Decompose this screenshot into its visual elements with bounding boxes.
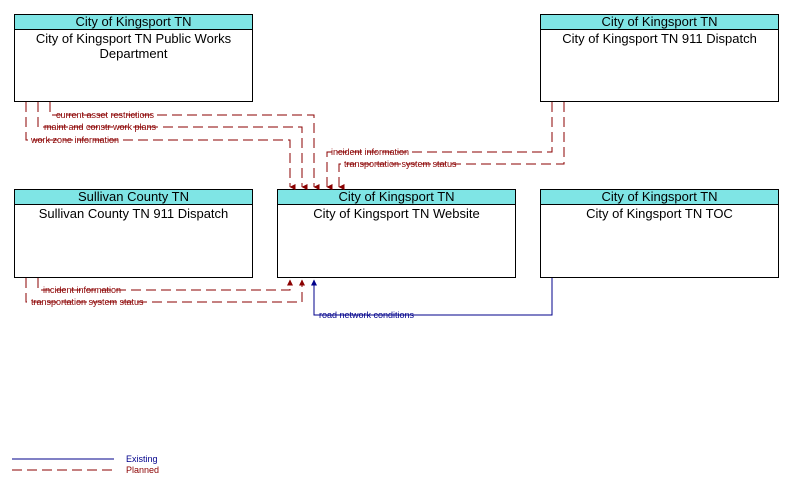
node-website[interactable]: City of Kingsport TN City of Kingsport T… bbox=[277, 189, 516, 278]
flow-line-road-network-conditions bbox=[311, 278, 553, 316]
node-toc[interactable]: City of Kingsport TN City of Kingsport T… bbox=[540, 189, 779, 278]
legend-existing-label: Existing bbox=[126, 454, 158, 464]
flow-line-work-zone-information bbox=[25, 102, 296, 190]
flow-label-maint-constr-work-plans: maint and constr work plans bbox=[44, 122, 157, 132]
flow-line-sullivan-incident-information bbox=[37, 278, 293, 291]
flow-label-road-network-conditions: road network conditions bbox=[319, 310, 415, 320]
flow-label-sullivan-transportation-system-status: transportation system status bbox=[31, 297, 144, 307]
flow-line-maint-constr-work-plans bbox=[37, 102, 308, 190]
node-title: City of Kingsport TN Website bbox=[313, 206, 480, 221]
node-header: City of Kingsport TN bbox=[15, 15, 252, 30]
flow-line-dispatch-transportation-system-status bbox=[338, 102, 565, 190]
flow-label-dispatch-incident-information: incident information bbox=[331, 147, 409, 157]
flow-label-dispatch-transportation-system-status: transportation system status bbox=[344, 159, 457, 169]
flow-label-work-zone-information: work zone information bbox=[30, 135, 119, 145]
node-title: City of Kingsport TN TOC bbox=[586, 206, 733, 221]
node-title: Sullivan County TN 911 Dispatch bbox=[38, 206, 229, 221]
node-header: City of Kingsport TN bbox=[541, 190, 778, 205]
node-sullivan-911[interactable]: Sullivan County TN Sullivan County TN 91… bbox=[14, 189, 253, 278]
node-header: Sullivan County TN bbox=[15, 190, 252, 205]
node-public-works[interactable]: City of Kingsport TN City of Kingsport T… bbox=[14, 14, 253, 102]
node-header: City of Kingsport TN bbox=[541, 15, 778, 30]
flow-line-current-asset-restrictions bbox=[49, 102, 320, 190]
flow-line-dispatch-incident-information bbox=[326, 102, 553, 190]
flow-label-sullivan-incident-information: incident information bbox=[43, 285, 121, 295]
node-911-dispatch[interactable]: City of Kingsport TN City of Kingsport T… bbox=[540, 14, 779, 102]
flow-label-current-asset-restrictions: current asset restrictions bbox=[56, 110, 155, 120]
node-header: City of Kingsport TN bbox=[278, 190, 515, 205]
node-title: City of Kingsport TN 911 Dispatch bbox=[562, 31, 757, 46]
legend-planned-label: Planned bbox=[126, 465, 159, 475]
node-title: City of Kingsport TN Public Works Depart… bbox=[35, 31, 232, 61]
